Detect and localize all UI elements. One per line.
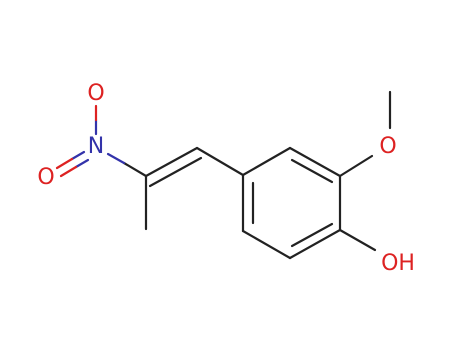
alkene-nitrogen-bond-nitrogen [106,152,126,165]
nitrogen-label: N [88,134,104,159]
ring-bond-4 [288,228,342,260]
ring-inner-bond-1 [290,158,334,184]
hydroxyl-label: OH [381,251,415,276]
nitro-oxygen-top-label: O [87,81,104,106]
ring-inner-bond-2 [290,222,334,248]
nitro-bond-bottom-oxygen-1 [55,157,74,170]
alkene-nitrogen-bond-carbon [122,161,148,178]
nitro-oxygen-bottom-label: O [37,165,54,190]
ring-bond-2 [288,146,342,178]
methoxy-oxygen-label: O [379,134,396,159]
alkene-bond-outer [144,146,199,178]
nitro-bond-bottom-nitrogen-1 [70,150,86,161]
alkene-bond-inner [148,156,203,188]
nitro-bond-bottom-nitrogen-2 [74,158,90,169]
ring-methoxy-bond [338,154,374,178]
ring-hydroxyl-bond [338,228,377,252]
ring-bond-5 [241,229,292,260]
ring-bond-1 [241,146,292,177]
vinyl-ring-bond [195,146,245,177]
nitro-bond-bottom-oxygen-2 [59,165,78,178]
